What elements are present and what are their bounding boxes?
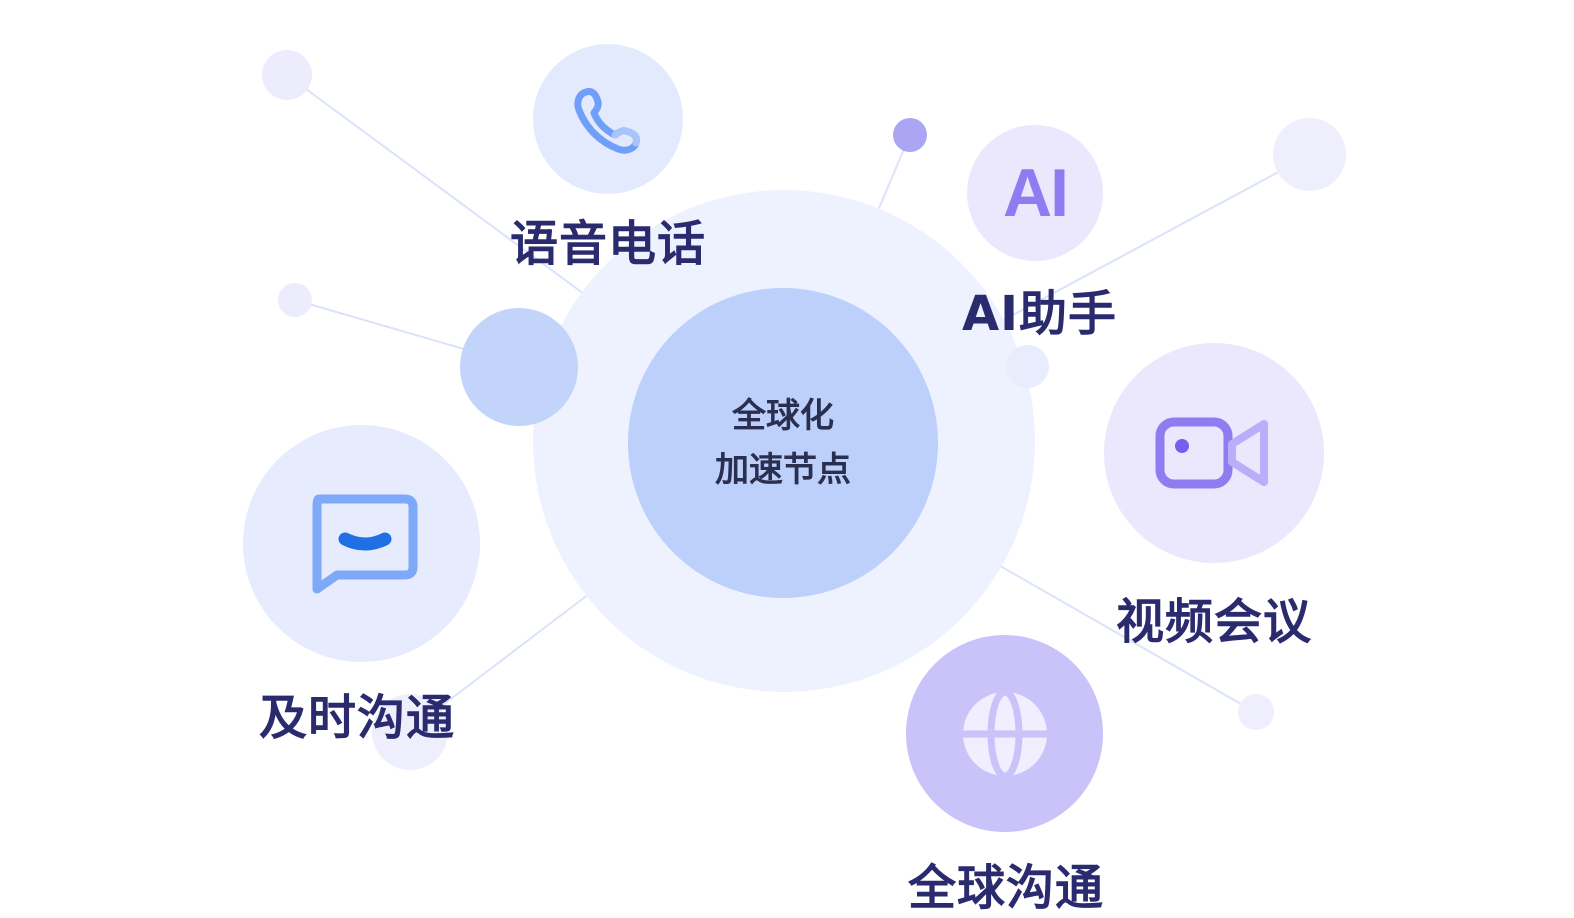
ai-icon-text: AI: [1003, 155, 1069, 231]
ai-assistant-node[interactable]: [967, 125, 1103, 261]
decor-node: [1006, 345, 1049, 388]
video-meeting-node[interactable]: [1104, 343, 1324, 563]
chat-bubble-icon: [296, 482, 426, 607]
decor-node: [1238, 694, 1274, 730]
instant-chat-label: 及时沟通: [259, 690, 456, 746]
decor-node: [372, 694, 448, 770]
center-title-line2: 加速节点: [715, 450, 851, 490]
ai-icon: AI: [967, 125, 1103, 261]
decor-node: [893, 118, 927, 152]
center-node: [628, 288, 938, 598]
decor-node: [460, 308, 578, 426]
decor-node: [278, 283, 312, 317]
voice-call-label: 语音电话: [510, 216, 707, 272]
global-comm-label: 全球沟通: [908, 860, 1105, 916]
decor-node: [1273, 118, 1346, 191]
decor-node: [262, 50, 312, 100]
globe-icon: [906, 635, 1103, 832]
ai-assistant-label: AI助手: [962, 286, 1118, 342]
center-title-line1: 全球化: [732, 396, 834, 436]
phone-icon: [560, 72, 656, 168]
video-camera-icon: [1144, 393, 1284, 513]
video-meeting-label: 视频会议: [1116, 594, 1313, 650]
voice-call-node[interactable]: [533, 44, 683, 194]
